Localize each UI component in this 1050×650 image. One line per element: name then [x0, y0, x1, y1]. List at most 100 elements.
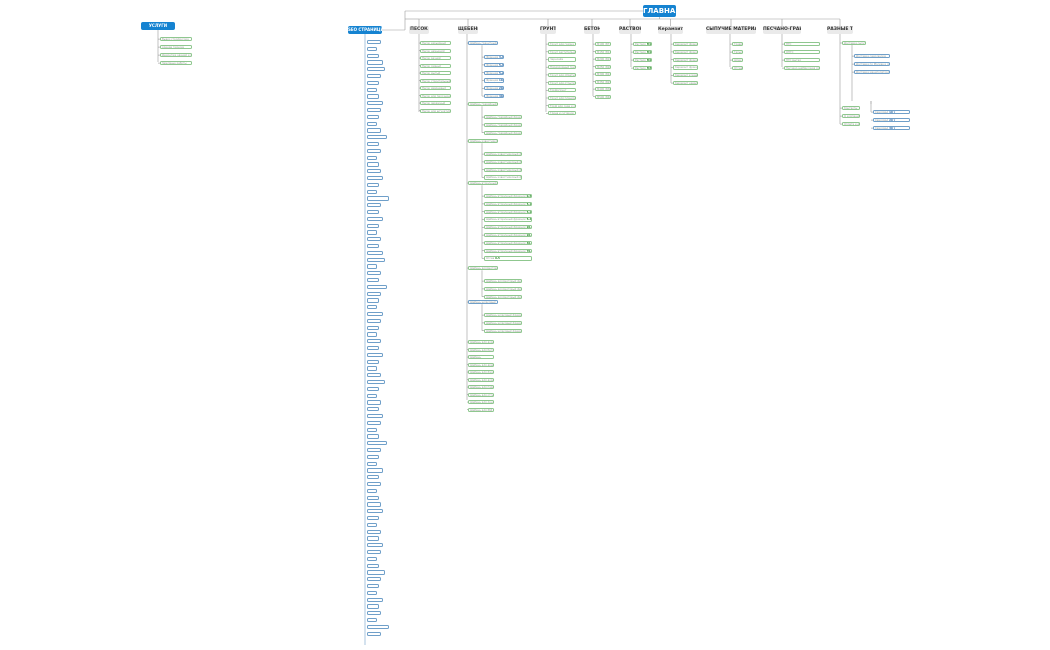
seo-page-item[interactable]	[367, 237, 381, 242]
shcheben-extra[interactable]: Щебень для фундамента	[468, 370, 494, 375]
uslugi-item[interactable]: Вывоз строймусора	[160, 37, 192, 42]
shcheben-subitem[interactable]: Щебень вторичный фракции0-5	[484, 194, 532, 199]
shcheben-subitem[interactable]: Фракция5-20	[484, 70, 504, 75]
category-9[interactable]: РАЗНЫЕ ТИПЫ	[827, 26, 853, 34]
seo-page-item[interactable]	[367, 563, 379, 568]
seo-page-item[interactable]	[367, 543, 383, 548]
shcheben-group[interactable]: Щебень доломитовый	[468, 266, 498, 271]
shcheben-subitem[interactable]: Щебень вторичный фракции5-10-20	[484, 201, 532, 206]
seo-page-item[interactable]	[367, 318, 381, 323]
seo-page-item[interactable]	[367, 135, 387, 140]
shcheben-subitem[interactable]: Фракция20-40	[484, 86, 504, 91]
shcheben-subitem[interactable]: Щебень вторичный фракции5-40	[484, 217, 532, 222]
shcheben-subitem[interactable]: Щебень известняковый фракции40-70	[484, 175, 522, 180]
rastvor-item[interactable]: РастворМ150	[633, 50, 652, 55]
shcheben-subitem[interactable]: Щебень гравийный фракции5-20	[484, 115, 522, 120]
seo-page-item[interactable]	[367, 454, 379, 459]
grunt-item[interactable]: Грунт для газона	[548, 42, 576, 47]
shcheben-subitem[interactable]: Щебень вторичный фракции20-70	[484, 233, 532, 238]
keramzit-item[interactable]: Керамзит фракции0-5	[673, 42, 698, 47]
seo-page-item[interactable]	[367, 108, 381, 113]
grunt-item[interactable]: Плодородный грунт	[548, 65, 576, 70]
seo-page-item[interactable]	[367, 502, 381, 507]
category-6[interactable]: Керамзит	[658, 26, 683, 34]
seo-page-item[interactable]	[367, 427, 377, 432]
seo-page-item[interactable]	[367, 584, 379, 589]
pgs-item[interactable]: ПГС мытая	[784, 58, 820, 63]
raznye-bottom-item[interactable]: Оплата и доставка	[842, 122, 860, 127]
seo-page-item[interactable]	[367, 257, 385, 262]
shcheben-subitem[interactable]: Щебень гравийный фракции20-40	[484, 122, 522, 127]
seo-page-item[interactable]	[367, 400, 381, 405]
pgs-item[interactable]: ОПГС	[784, 50, 820, 55]
pesok-item[interactable]: Песок овражный	[420, 101, 451, 106]
uslugi-item[interactable]: Демонтаж зданий и сооружений	[160, 53, 192, 58]
category-4[interactable]: БЕТОН	[584, 26, 600, 34]
seo-page-item[interactable]	[367, 60, 383, 65]
beton-item[interactable]: М100 (В7.5)	[595, 42, 611, 47]
raznye-bottom-item[interactable]: Контакты	[842, 106, 860, 111]
seo-pages-node[interactable]: SEO СТРАНИЦЫ	[348, 26, 382, 34]
seo-page-item[interactable]	[367, 128, 381, 133]
seo-page-item[interactable]	[367, 155, 377, 160]
shcheben-extra[interactable]: Щебень для дорог	[468, 340, 494, 345]
seo-page-item[interactable]	[367, 298, 379, 303]
shcheben-subitem[interactable]: Щебень известняковый фракции20-40	[484, 167, 522, 172]
keramzit-item[interactable]: Керамзит фракции10-20	[673, 57, 698, 62]
seo-page-item[interactable]	[367, 291, 381, 296]
seo-page-item[interactable]	[367, 407, 379, 412]
shcheben-subitem[interactable]: Щебень известняковый фракции5-40	[484, 159, 522, 164]
seo-page-item[interactable]	[367, 597, 383, 602]
seo-page-item[interactable]	[367, 618, 377, 623]
category-2[interactable]: ЩЕБЕНЬ	[458, 26, 478, 34]
seo-page-item[interactable]	[367, 80, 379, 85]
beton-item[interactable]: М300 (В22.5)	[595, 72, 611, 77]
seo-page-item[interactable]	[367, 441, 387, 446]
seo-page-item[interactable]	[367, 230, 377, 235]
seo-page-item[interactable]	[367, 495, 379, 500]
seo-page-item[interactable]	[367, 325, 379, 330]
shcheben-group[interactable]: Щебень гравийный	[468, 102, 498, 107]
shcheben-extra[interactable]: Щебень	[468, 355, 494, 360]
shcheben-subitem[interactable]: Щебень известняковый фракции5-20	[484, 152, 522, 157]
seo-page-item[interactable]	[367, 346, 379, 351]
grunt-item[interactable]: Глина и суглинок	[548, 111, 576, 116]
seo-page-item[interactable]	[367, 339, 381, 344]
seo-page-item[interactable]	[367, 488, 377, 493]
raznye-subitem[interactable]: Доставка самосвалом	[854, 54, 890, 59]
shcheben-subitem[interactable]: Фракция10-20	[484, 78, 504, 83]
beton-item[interactable]: М250 (В20)	[595, 64, 611, 69]
shcheben-group[interactable]: Щебень шлаковый	[468, 300, 498, 305]
category-1[interactable]: ПЕСОК	[409, 26, 429, 34]
grunt-item[interactable]: Грунт растительный	[548, 49, 576, 54]
seo-page-item[interactable]	[367, 366, 377, 371]
seo-page-item[interactable]	[367, 352, 383, 357]
seo-page-item[interactable]	[367, 529, 381, 534]
beton-item[interactable]: М350 (В25)	[595, 79, 611, 84]
seo-page-item[interactable]	[367, 631, 381, 636]
shcheben-subitem[interactable]: Фракция5-10	[484, 62, 504, 67]
pesok-item[interactable]: Песок мытый	[420, 71, 451, 76]
seo-page-item[interactable]	[367, 94, 379, 99]
raznye-subitem[interactable]: Доставка по Москве и области	[854, 62, 890, 67]
shcheben-subitem[interactable]: Щебень вторичный фракции20-40	[484, 225, 532, 230]
beton-item[interactable]: М500 (В40)	[595, 94, 611, 99]
raznye-subsubitem[interactable]: Самосвал30 т	[873, 126, 910, 131]
seo-page-item[interactable]	[367, 271, 381, 276]
seo-page-item[interactable]	[367, 624, 389, 629]
grunt-item[interactable]: Грунт для планировки	[548, 95, 576, 101]
rastvor-item[interactable]: РастворМ100	[633, 42, 652, 47]
beton-item[interactable]: М150 (В12.5)	[595, 49, 611, 54]
raznye-subsubitem[interactable]: Самосвал20 т	[873, 118, 910, 123]
sypuchie-item[interactable]: Гравий	[732, 42, 743, 47]
shcheben-subitem[interactable]: Щебень вторичный фракции40-70	[484, 240, 532, 245]
seo-page-item[interactable]	[367, 516, 379, 521]
seo-page-item[interactable]	[367, 332, 377, 337]
category-5[interactable]: РАСТВОР	[619, 26, 641, 34]
seo-page-item[interactable]	[367, 46, 377, 51]
seo-page-item[interactable]	[367, 223, 379, 228]
shcheben-group[interactable]: Щебень известняковый	[468, 139, 498, 144]
shcheben-extra[interactable]: Щебень для дорожек	[468, 377, 494, 382]
shcheben-extra[interactable]: Щебень для отсыпки	[468, 392, 494, 397]
sypuchie-item[interactable]: Галька	[732, 50, 743, 55]
